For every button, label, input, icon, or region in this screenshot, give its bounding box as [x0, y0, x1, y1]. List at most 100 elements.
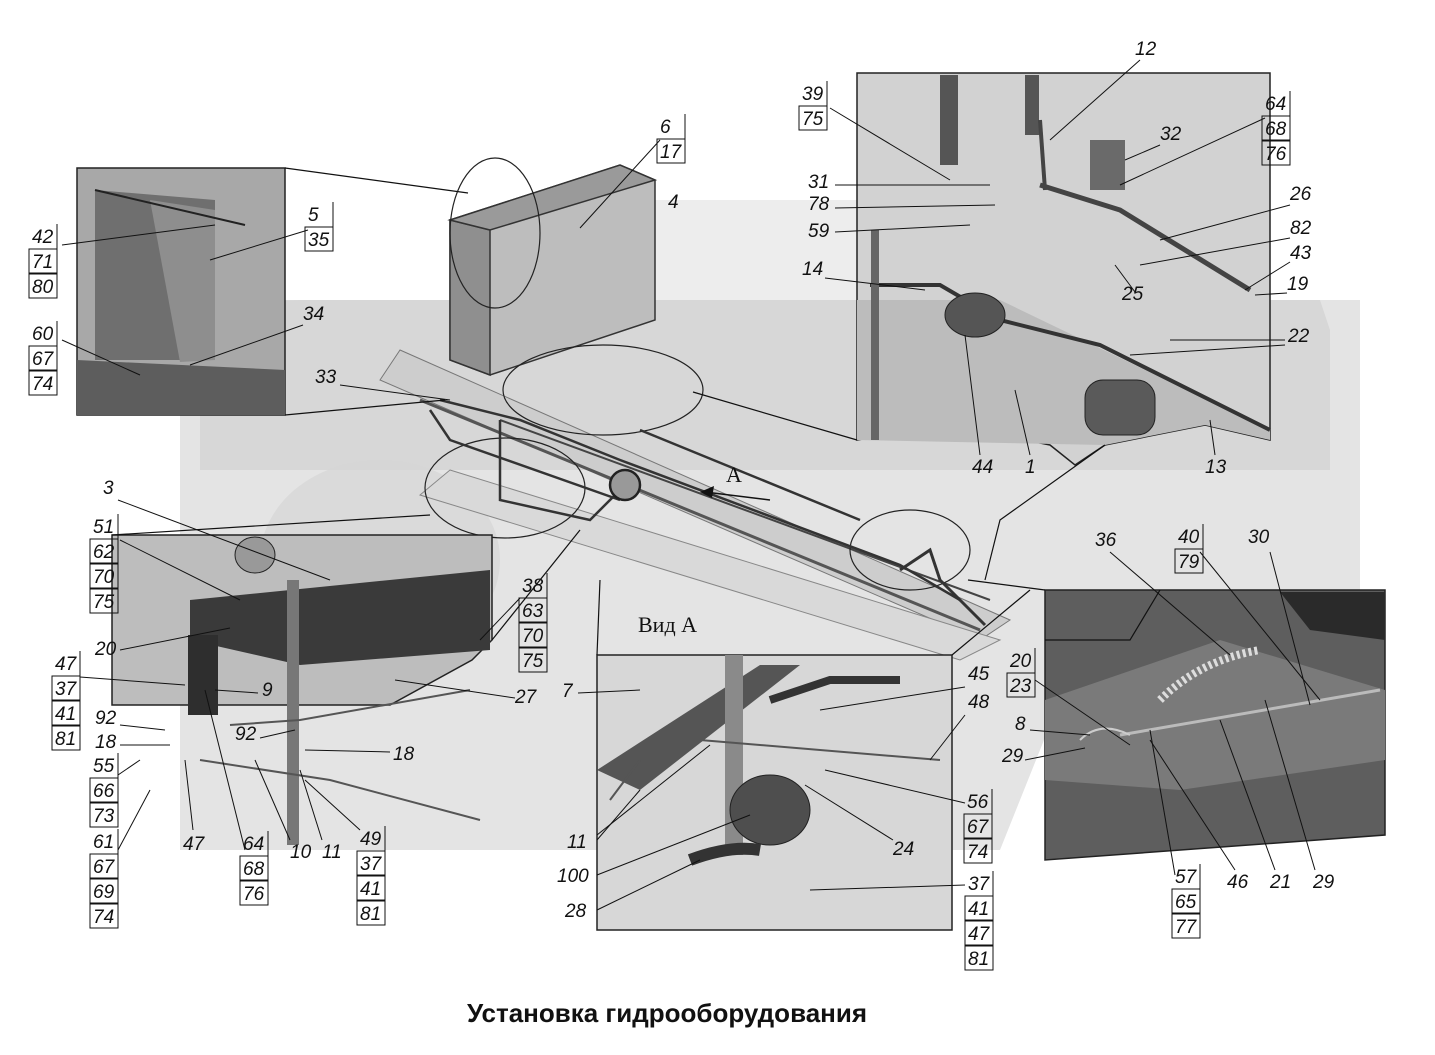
callout-c-28: 28 [564, 901, 587, 922]
callout-number: 11 [567, 832, 587, 853]
callout-c-92-r: 92 [235, 724, 257, 745]
callout-c-18-l: 18 [95, 732, 117, 753]
callout-c-48: 48 [968, 692, 990, 713]
callout-number: 27 [514, 687, 538, 708]
callout-number: 48 [968, 692, 990, 713]
callout-number: 76 [1265, 144, 1287, 165]
callout-number: 31 [808, 172, 829, 193]
callout-number: 82 [1290, 218, 1312, 239]
callout-c-1: 1 [1025, 457, 1036, 478]
callout-number: 67 [967, 817, 990, 838]
callout-number: 19 [1287, 274, 1309, 295]
callout-number: 70 [522, 626, 544, 647]
callout-number: 81 [55, 729, 76, 750]
callout-number: 25 [1121, 284, 1144, 305]
inset-bracket-detail [111, 534, 493, 845]
inset-view-a [596, 654, 953, 931]
callout-number: 18 [95, 732, 117, 753]
callout-c-27: 27 [514, 687, 538, 708]
callout-number: 75 [802, 109, 824, 130]
callout-c-7: 7 [562, 681, 574, 702]
callout-c-9: 9 [262, 680, 273, 701]
callout-c-10: 10 [290, 842, 312, 863]
callout-number: 10 [290, 842, 312, 863]
callout-c-24: 24 [892, 839, 914, 860]
callout-number: 56 [967, 792, 989, 813]
callout-number: 47 [183, 834, 206, 855]
callout-c-11-l: 11 [322, 842, 342, 863]
callout-number: 76 [243, 884, 265, 905]
callout-number: 40 [1178, 527, 1200, 548]
callout-number: 7 [562, 681, 574, 702]
callout-number: 65 [1175, 892, 1197, 913]
callout-number: 51 [93, 517, 114, 538]
callout-number: 61 [93, 832, 114, 853]
callout-number: 57 [1175, 867, 1198, 888]
view-label: Вид А [638, 612, 697, 637]
inset-spring-detail [1044, 589, 1386, 861]
callout-c-46: 46 [1227, 872, 1249, 893]
callout-number: 66 [93, 781, 115, 802]
callout-number: 37 [968, 874, 991, 895]
callout-c-11-m: 11 [567, 832, 587, 853]
callout-number: 64 [243, 834, 264, 855]
callout-c-36: 36 [1095, 530, 1117, 551]
callout-number: 81 [968, 949, 989, 970]
callout-number: 68 [1265, 119, 1287, 140]
callout-number: 17 [660, 142, 683, 163]
callout-c-29-l: 29 [1001, 746, 1024, 767]
callout-c-33: 33 [315, 367, 337, 388]
callout-number: 49 [360, 829, 382, 850]
callout-c-13: 13 [1205, 457, 1227, 478]
callout-number: 78 [808, 194, 830, 215]
callout-number: 44 [972, 457, 993, 478]
view-arrow-label: А [726, 462, 742, 487]
callout-number: 92 [95, 708, 117, 729]
callout-c-56-67-74: 56 67 74 [963, 789, 993, 864]
callout-number: 13 [1205, 457, 1227, 478]
callout-number: 36 [1095, 530, 1117, 551]
callout-c-8: 8 [1015, 714, 1026, 735]
callout-c-34: 34 [303, 304, 324, 325]
callout-number: 8 [1015, 714, 1026, 735]
callout-c-43: 43 [1290, 243, 1312, 264]
callout-number: 75 [522, 651, 544, 672]
callout-number: 21 [1269, 872, 1291, 893]
callout-number: 47 [968, 924, 991, 945]
callout-c-5-35: 535 [304, 202, 334, 252]
callout-number: 23 [1009, 676, 1032, 697]
callout-number: 11 [322, 842, 342, 863]
callout-number: 92 [235, 724, 257, 745]
callout-number: 41 [55, 704, 76, 725]
callout-number: 73 [93, 806, 115, 827]
callout-number: 37 [360, 854, 383, 875]
callout-number: 6 [660, 117, 671, 138]
inset-pump-detail [856, 72, 1271, 466]
callout-c-19: 19 [1287, 274, 1309, 295]
callout-c-47-b: 47 [183, 834, 206, 855]
callout-number: 5 [308, 205, 319, 226]
callout-c-78: 78 [808, 194, 830, 215]
callout-number: 63 [522, 601, 544, 622]
callout-number: 32 [1160, 124, 1182, 145]
callout-number: 12 [1135, 39, 1157, 60]
callout-number: 74 [967, 842, 988, 863]
callout-c-20-l: 20 [94, 639, 117, 660]
callout-c-59: 59 [808, 221, 830, 242]
callout-number: 3 [103, 478, 114, 499]
leader-lines [61, 59, 1321, 911]
callout-c-45: 45 [968, 664, 990, 685]
callout-c-92-l: 92 [95, 708, 117, 729]
callout-c-44: 44 [972, 457, 993, 478]
callout-c-12: 12 [1135, 39, 1157, 60]
callout-number: 22 [1287, 326, 1310, 347]
inset-tank-detail [76, 167, 286, 416]
callout-c-14: 14 [802, 259, 823, 280]
callout-c-3: 3 [103, 478, 114, 499]
callout-number: 75 [93, 592, 115, 613]
callout-number: 62 [93, 542, 115, 563]
callout-number: 34 [303, 304, 324, 325]
